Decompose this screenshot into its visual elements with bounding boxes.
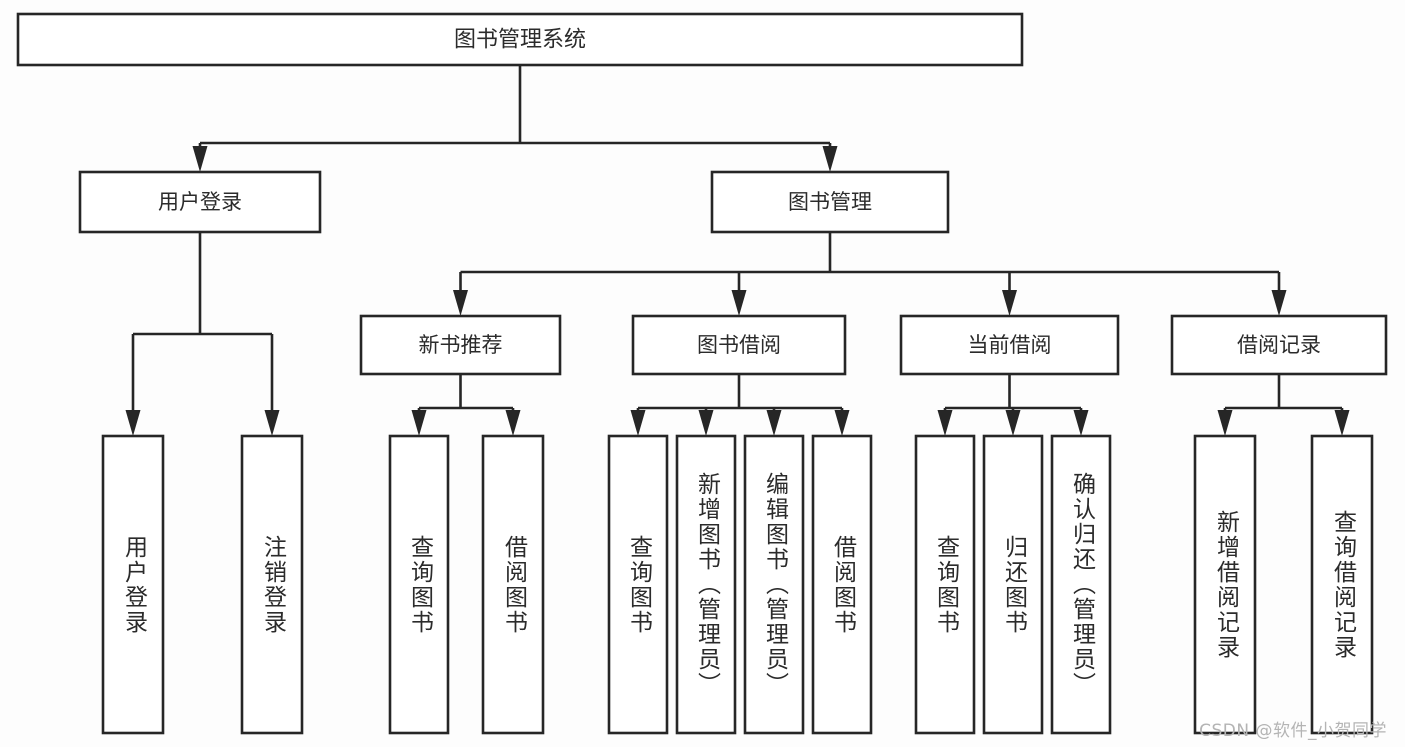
node-box-current-borrow[interactable] [899,314,1120,376]
arrow-head-icon-l2-2 [1002,290,1017,316]
node-label-leaf-borrow-book-1: 借阅图书 [500,534,527,635]
arrow-head-icon-leaf-borrow-book-2 [834,410,850,436]
node-label-leaf-user-logout: 注销登录 [259,534,286,635]
arrow-head-icon-leaf-edit-book-admin [766,410,782,436]
arrow-head-icon-l2-0 [453,290,468,316]
node-box-leaf-user-login[interactable] [101,434,165,735]
node-label-book-borrow: 图书借阅 [697,333,781,357]
node-box-new-book-rec[interactable] [359,314,562,376]
node-box-leaf-user-logout[interactable] [240,434,304,735]
node-box-leaf-query-book-3[interactable] [914,434,976,735]
node-label-borrow-record: 借阅记录 [1237,333,1321,357]
node-label-leaf-query-book-2: 查询图书 [625,534,652,635]
node-box-book-manage[interactable] [710,170,950,234]
node-label-leaf-borrow-book-2: 借阅图书 [829,534,856,635]
node-label-leaf-confirm-return-admin: 确认归还（管理员） [1068,472,1095,697]
node-label-leaf-user-login: 用户登录 [120,534,147,635]
arrow-head-icon-leaf-query-borrow-record [1334,410,1350,436]
arrow-head-icon-root-0 [192,146,208,172]
boxes-layer [16,12,1388,735]
node-box-leaf-borrow-book-2[interactable] [811,434,873,735]
node-label-leaf-query-book-3: 查询图书 [932,534,959,635]
node-box-leaf-add-book-admin[interactable] [675,434,737,735]
node-box-root[interactable] [16,12,1024,67]
node-label-leaf-return-book: 归还图书 [1000,534,1027,635]
arrow-head-icon-leaf-query-book-3 [937,410,953,436]
arrow-head-icon-leaf-add-book-admin [698,410,714,436]
node-label-leaf-add-borrow-record: 新增借阅记录 [1212,509,1239,660]
arrow-head-icon-leaf-user-login [125,410,141,436]
arrow-head-icon-l2-3 [1271,290,1287,316]
node-box-leaf-edit-book-admin[interactable] [743,434,805,735]
node-box-leaf-query-borrow-record[interactable] [1310,434,1374,735]
arrow-head-icon-leaf-confirm-return-admin [1073,410,1089,436]
arrow-head-icon-leaf-query-book-1 [411,410,427,436]
node-label-book-manage: 图书管理 [788,190,872,214]
node-box-leaf-borrow-book-1[interactable] [481,434,545,735]
node-box-leaf-query-book-1[interactable] [388,434,450,735]
node-box-user-login[interactable] [78,170,322,234]
arrow-head-icon-leaf-return-book [1005,410,1021,436]
node-box-leaf-add-borrow-record[interactable] [1193,434,1257,735]
arrow-head-icon-leaf-borrow-book-1 [505,410,521,436]
arrow-head-icon-leaf-user-logout [264,410,280,436]
node-label-leaf-edit-book-admin: 编辑图书（管理员） [761,472,788,697]
node-box-leaf-return-book[interactable] [982,434,1044,735]
node-box-book-borrow[interactable] [631,314,847,376]
arrow-head-icon-l2-1 [731,290,747,316]
arrow-head-icon-root-1 [822,146,838,172]
node-label-user-login: 用户登录 [158,190,242,214]
node-label-root: 图书管理系统 [454,28,586,53]
node-label-leaf-query-borrow-record: 查询借阅记录 [1329,509,1356,660]
node-box-leaf-query-book-2[interactable] [607,434,669,735]
arrow-head-icon-leaf-query-book-2 [630,410,646,436]
arrow-head-icon-leaf-add-borrow-record [1217,410,1233,436]
node-label-leaf-query-book-1: 查询图书 [406,534,433,635]
node-box-leaf-confirm-return-admin[interactable] [1050,434,1112,735]
node-label-leaf-add-book-admin: 新增图书（管理员） [693,472,720,697]
node-label-new-book-rec: 新书推荐 [419,333,503,357]
node-label-current-borrow: 当前借阅 [968,333,1052,357]
node-box-borrow-record[interactable] [1170,314,1388,376]
connectors-layer [125,65,1350,436]
